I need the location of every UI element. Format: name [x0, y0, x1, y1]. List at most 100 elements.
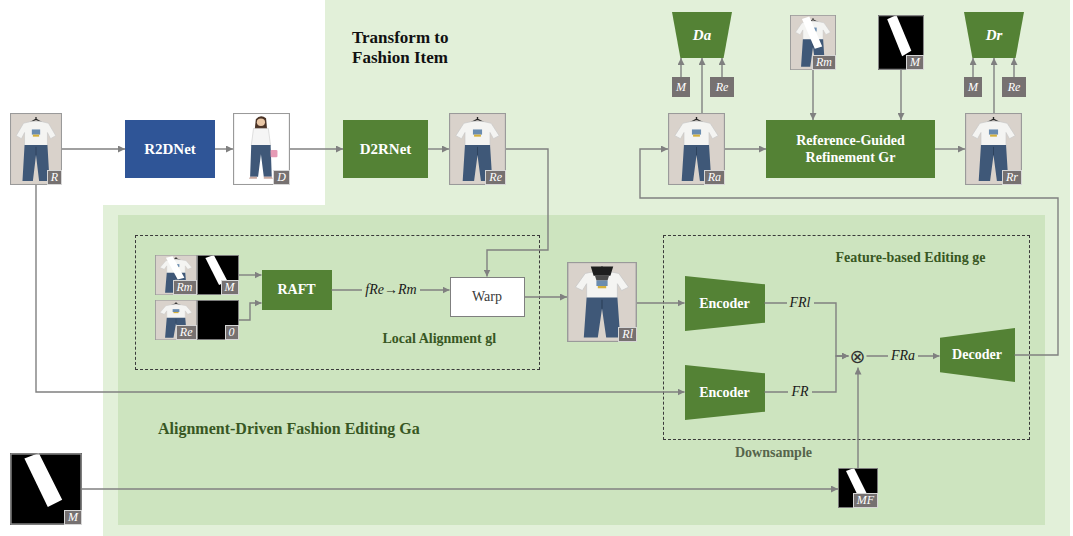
discriminator-trapezoid: Da [672, 12, 732, 58]
multiply-symbol: ⊗ [849, 344, 867, 368]
image-tag: MF [853, 493, 878, 508]
input-tag: M [964, 77, 982, 97]
connector-line [993, 58, 994, 113]
box-label: M [968, 80, 978, 94]
connector-line [62, 148, 125, 149]
thumbnail-drawing [838, 468, 878, 508]
discriminator-trapezoid: Dr [964, 12, 1024, 58]
thumbnail-drawing [155, 300, 197, 340]
connector-line [857, 368, 858, 469]
trapezoid-outline [685, 276, 765, 331]
connector-line [637, 302, 685, 303]
image-tag: Rr [1002, 170, 1022, 185]
decoder-trapezoid: Decoder [940, 328, 1015, 382]
image-thumbnail: M [197, 255, 239, 295]
image-tag: M [64, 510, 82, 525]
process-box: RAFT [262, 270, 332, 310]
image-thumbnail: Re [449, 113, 506, 185]
box-label: Encoder [699, 384, 750, 401]
trapezoid-outline [940, 328, 1015, 382]
region-title: Alignment-Driven Fashion Editing Ga [158, 419, 498, 438]
image-thumbnail: Rl [567, 262, 637, 342]
connector-line [935, 148, 965, 149]
process-box: Warp [450, 277, 525, 317]
image-tag: R [47, 170, 62, 185]
input-tag: Re [1002, 77, 1026, 97]
image-thumbnail: Rm [790, 15, 836, 70]
thumbnail-drawing [790, 15, 836, 70]
thumbnail-drawing [878, 15, 924, 70]
connector-line [640, 149, 1058, 355]
image-tag: Rm [173, 280, 197, 295]
thumbnail-drawing [155, 255, 197, 295]
image-thumbnail: Rm [155, 255, 197, 295]
box-label: RAFT [277, 281, 315, 298]
box-label: Encoder [699, 295, 750, 312]
connector-line [215, 148, 233, 149]
connector-line [239, 274, 262, 275]
feature-label: FR [788, 384, 811, 400]
image-thumbnail: Ra [668, 113, 725, 185]
connector-line [36, 185, 685, 392]
trapezoid-outline [964, 12, 1024, 58]
connector-line [239, 303, 262, 320]
feature-label: fRe→Rm [362, 282, 419, 298]
process-box: R2DNet [125, 120, 215, 178]
thumbnail-drawing [197, 300, 239, 340]
thumbnail-drawing [10, 453, 82, 525]
dashed-group: Feature-based Editing geEncoderEncoder⊗D… [663, 235, 1030, 440]
image-thumbnail: M [10, 453, 82, 525]
image-tag: M [221, 280, 239, 295]
image-tag: Re [176, 325, 197, 340]
connector-line [900, 70, 901, 120]
image-thumbnail: M [878, 15, 924, 70]
connector-line [721, 58, 722, 77]
box-label: Decoder [952, 346, 1002, 363]
image-tag: Rm [812, 55, 836, 70]
region-title: Feature-based Editing ge [836, 249, 1021, 266]
region-title: Transform to Fashion Item [352, 28, 502, 68]
box-label: Dr [986, 27, 1003, 44]
box-label: M [676, 80, 686, 94]
connector-line [680, 58, 681, 77]
thumbnail-drawing [233, 113, 290, 185]
thumbnail-drawing [449, 113, 506, 185]
input-tag: Re [710, 77, 734, 97]
connector-line [82, 488, 838, 489]
thumbnail-drawing [965, 113, 1022, 185]
encoder-trapezoid: Encoder [685, 276, 765, 331]
thumbnail-drawing [10, 113, 62, 185]
process-box: D2RNet [343, 120, 428, 178]
box-label: Da [693, 27, 711, 44]
edge-label-holder: FRl [787, 295, 814, 311]
connector-line [525, 296, 568, 297]
thumbnail-drawing [668, 113, 725, 185]
connector-line [701, 58, 702, 113]
image-tag: Ra [704, 170, 725, 185]
box-label: Re [716, 80, 729, 94]
connector-line [428, 148, 449, 149]
encoder-trapezoid: Encoder [685, 365, 765, 420]
edge-label-holder: FR [788, 384, 811, 400]
region-panel: Alignment-Driven Fashion Editing Ga Local… [118, 215, 1045, 525]
thumbnail-drawing [567, 262, 637, 342]
image-tag: 0 [225, 325, 239, 340]
edge-label-holder: fRe→Rm [362, 282, 419, 298]
connector-line [1013, 58, 1014, 77]
image-thumbnail: Rr [965, 113, 1022, 185]
image-tag: Re [485, 170, 506, 185]
connector-line [487, 149, 548, 277]
box-label: D2RNet [360, 141, 412, 158]
image-thumbnail: R [10, 113, 62, 185]
image-thumbnail: MF [838, 468, 878, 508]
image-thumbnail: D [233, 113, 290, 185]
region-title: Local Alignment gl [383, 330, 533, 347]
image-thumbnail: Re [155, 300, 197, 340]
edge-label-holder: FRa [888, 348, 918, 364]
box-label: R2DNet [144, 141, 196, 158]
connector-line [290, 148, 343, 149]
label-holder: Downsample [735, 444, 812, 461]
image-tag: D [273, 170, 290, 185]
